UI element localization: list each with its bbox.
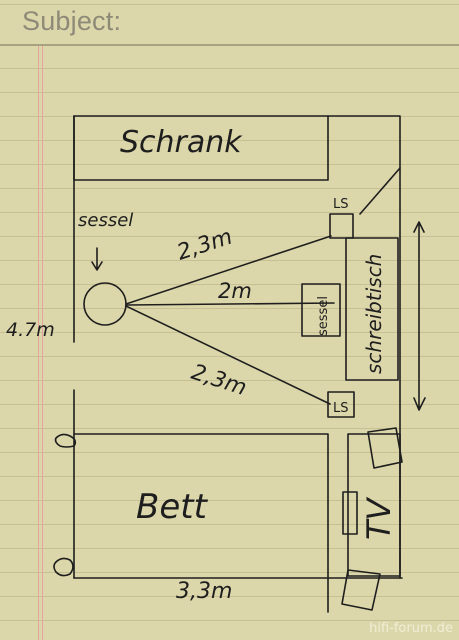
bed-label: Bett <box>136 487 209 527</box>
line-to-speaker-top <box>125 235 332 305</box>
armchair-circle <box>83 282 127 326</box>
armchair-label: sessel <box>78 210 133 231</box>
tv-bottom-sketch <box>341 569 381 611</box>
wardrobe-diagonal <box>359 167 401 215</box>
speaker-bottom-box <box>327 391 355 418</box>
tv-cabinet <box>347 433 401 577</box>
distance-bottom-label: 2,3m <box>188 360 249 401</box>
desk-outline <box>345 237 399 381</box>
speaker-top-label: LS <box>333 197 349 212</box>
bed-post-top <box>54 433 77 448</box>
speaker-top-box <box>329 213 354 239</box>
subject-label: Subject: <box>22 6 122 36</box>
wardrobe-outline <box>73 115 329 181</box>
bed-outline <box>73 433 329 613</box>
distance-top-label: 2,3m <box>174 224 235 265</box>
desk-label: schreibtisch <box>362 254 386 374</box>
room-length-label: 4.7m <box>6 319 55 341</box>
bed-post-bottom <box>53 557 74 577</box>
line-to-center-chair <box>125 302 335 306</box>
distance-middle-label: 2m <box>218 279 252 303</box>
header-rule <box>0 44 459 46</box>
speaker-bottom-label: LS <box>333 401 349 416</box>
room-width-label: 3,3m <box>176 579 232 604</box>
wardrobe-label: Schrank <box>120 125 243 160</box>
margin-line <box>42 46 43 640</box>
desk-arrow <box>413 221 426 411</box>
armchair-arrow <box>91 247 103 271</box>
watermark: hifi-forum.de <box>369 621 453 636</box>
margin-line <box>38 46 39 640</box>
center-chair-box <box>301 283 341 337</box>
line-to-speaker-bottom <box>125 305 331 405</box>
tv-stand <box>342 491 358 535</box>
center-chair-label: sessel <box>316 296 331 336</box>
tv-top-sketch <box>367 427 403 469</box>
tv-label: TV <box>360 496 398 540</box>
room-wall-top-right <box>73 115 401 579</box>
